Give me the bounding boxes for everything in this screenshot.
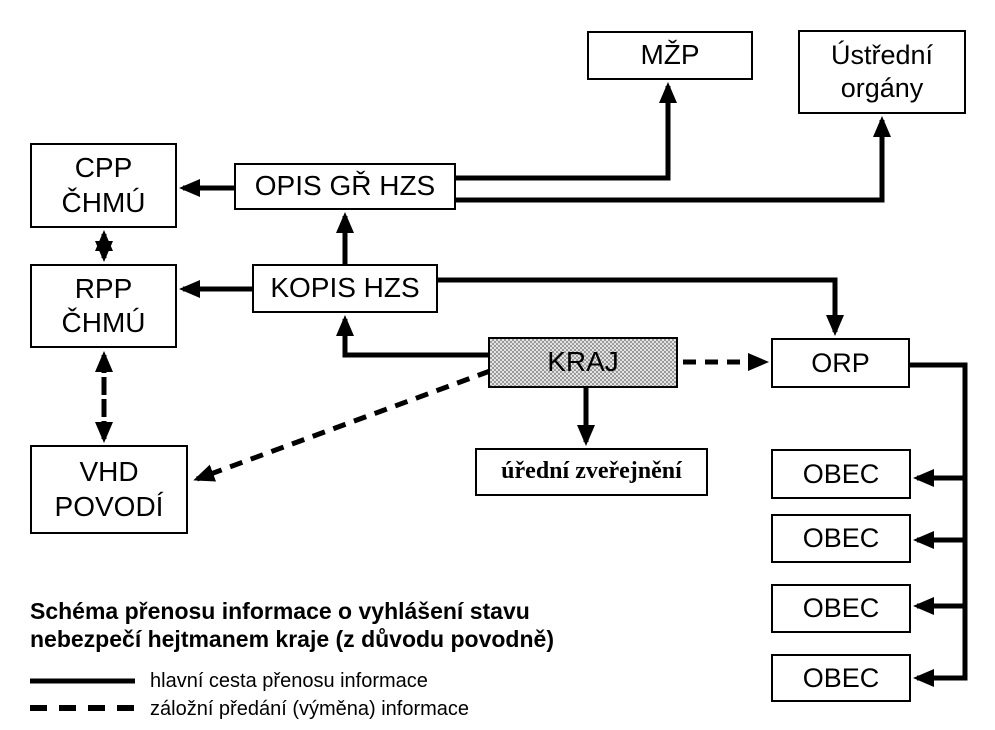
node-cpp-chmu: CPP ČHMÚ (30, 143, 177, 228)
node-orp-label: ORP (811, 347, 870, 378)
edge-kraj-to-vhd-dashed (193, 368, 491, 482)
legend-dashed-label: záložní předání (výměna) informace (150, 698, 470, 720)
node-mzp: MŽP (587, 31, 753, 80)
node-kraj-label: KRAJ (547, 346, 619, 378)
node-obec-1-label: OBEC (802, 458, 880, 489)
node-orp: ORP (771, 338, 910, 388)
node-vhd-povodi: VHD POVODÍ (30, 445, 188, 534)
diagram-title-line-1: Schéma přenosu informace o vyhlášení sta… (30, 598, 530, 624)
node-obec-4: OBEC (771, 654, 911, 702)
node-obec-3-label: OBEC (802, 593, 880, 624)
node-uredni-zverejneni: úřední zveřejnění (475, 448, 708, 496)
node-uredni-zverejneni-label: úřední zveřejnění (501, 458, 682, 485)
node-obec-2: OBEC (771, 514, 911, 563)
legend-solid-label: hlavní cesta přenosu informace (150, 670, 428, 692)
diagram-title-line-2: nebezpečí hejtmanem kraje (z důvodu povo… (30, 626, 554, 652)
edge-orp-to-obec-trunk (910, 362, 968, 687)
node-obec-1: OBEC (771, 449, 911, 499)
node-kopis-hzs: KOPIS HZS (252, 264, 438, 313)
node-ustredni-organy-label-2: orgány (840, 73, 924, 103)
node-rpp-chmu: RPP ČHMÚ (30, 264, 177, 348)
node-opis-gr-hzs-label: OPIS GŘ HZS (254, 170, 436, 202)
node-ustredni-organy: Ústřední orgány (798, 30, 966, 114)
node-obec-3: OBEC (771, 584, 911, 633)
node-cpp-chmu-label-2: ČHMÚ (61, 186, 146, 218)
edge-kraj-to-kopis (336, 315, 488, 358)
node-kraj: KRAJ (488, 337, 678, 388)
node-opis-gr-hzs: OPIS GŘ HZS (234, 163, 456, 210)
node-cpp-chmu-label-1: CPP (74, 152, 133, 184)
edge-kopis-to-orp (438, 277, 844, 336)
node-ustredni-organy-label-1: Ústřední (830, 40, 934, 71)
node-obec-2-label: OBEC (802, 523, 880, 554)
edge-opis-to-ustredni-organy (456, 116, 891, 203)
node-rpp-chmu-label-1: RPP (74, 272, 133, 304)
node-vhd-povodi-label-1: VHD (79, 456, 139, 488)
node-vhd-povodi-label-2: POVODÍ (54, 490, 164, 522)
diagram-title: Schéma přenosu informace o vyhlášení sta… (30, 597, 610, 653)
node-rpp-chmu-label-2: ČHMÚ (61, 307, 146, 338)
edge-opis-to-mzp (456, 82, 677, 181)
node-kopis-hzs-label: KOPIS HZS (270, 272, 420, 304)
node-mzp-label: MŽP (640, 39, 700, 71)
node-obec-4-label: OBEC (802, 662, 880, 693)
